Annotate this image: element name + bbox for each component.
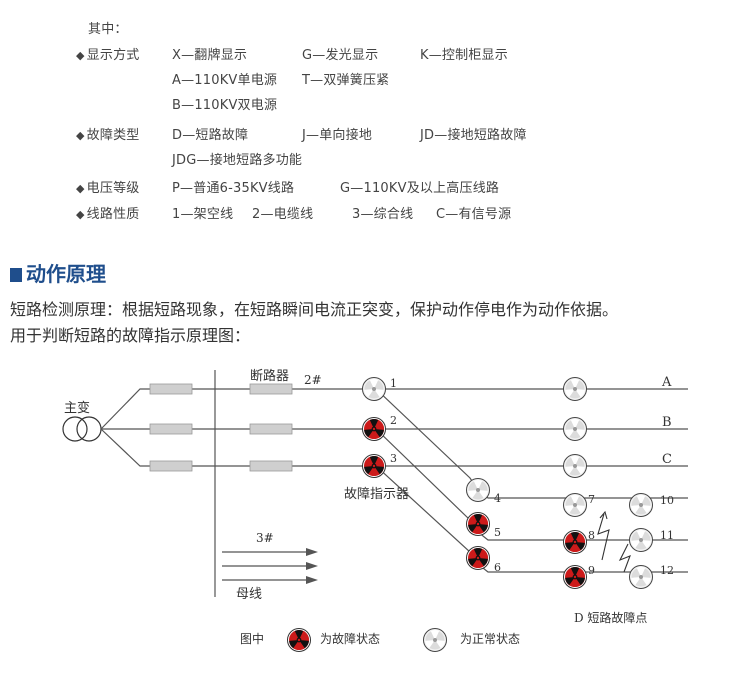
row-fault-label: ◆故障类型 bbox=[76, 128, 140, 143]
indicator-fault bbox=[362, 454, 388, 478]
legend-heading: 其中： bbox=[88, 22, 128, 37]
transformer-label: 主变 bbox=[64, 400, 90, 416]
code-item: JD—接地短路故障 bbox=[420, 128, 527, 143]
legend-normal-text: 为正常状态 bbox=[460, 632, 520, 646]
breaker-b-right bbox=[249, 423, 293, 435]
indicator-normal bbox=[563, 417, 587, 441]
row-display-label: ◆显示方式 bbox=[76, 48, 140, 63]
code-item: J—单向接地 bbox=[302, 128, 373, 143]
breaker-number: 2# bbox=[304, 373, 322, 387]
legend-fault-icon bbox=[287, 628, 313, 652]
feed-lines bbox=[100, 370, 688, 597]
node-number: 3 bbox=[390, 452, 397, 465]
phase-label-b: B bbox=[662, 415, 672, 430]
node-number: 6 bbox=[494, 561, 501, 574]
indicator-fault bbox=[563, 565, 589, 589]
indicator-normal bbox=[362, 377, 386, 401]
indicator-normal bbox=[629, 565, 653, 589]
transformer-icon bbox=[62, 416, 102, 442]
node-number: 9 bbox=[588, 564, 595, 577]
phase-label-a: A bbox=[661, 375, 672, 390]
code-item: G—110KV及以上高压线路 bbox=[340, 181, 500, 196]
legend-fault-text: 为故障状态 bbox=[320, 631, 380, 646]
code-item: 1—架空线 bbox=[172, 207, 234, 222]
diamond-bullet-icon: ◆ bbox=[76, 208, 85, 221]
breaker-b-left bbox=[149, 423, 193, 435]
indicator-normal bbox=[629, 493, 653, 517]
code-item: P—普通6-35KV线路 bbox=[172, 181, 295, 196]
code-item: 2—电缆线 bbox=[252, 207, 314, 222]
bus-label: 母线 bbox=[236, 587, 262, 602]
row-line-label: ◆线路性质 bbox=[76, 207, 140, 222]
breaker-a-left bbox=[149, 383, 193, 395]
node-number: 8 bbox=[588, 529, 595, 542]
indicator-normal bbox=[563, 377, 587, 401]
breaker-a-right bbox=[249, 383, 293, 395]
indicator-normal bbox=[629, 528, 653, 552]
indicator-label: 故障指示器 bbox=[344, 487, 409, 502]
indicator-normal bbox=[466, 478, 490, 502]
code-legend: 其中： ◆显示方式 X—翻牌显示 G—发光显示 K—控制柜显示 A—110KV单… bbox=[0, 0, 750, 250]
code-item: T—双弹簧压紧 bbox=[302, 73, 390, 88]
bus-arrows bbox=[306, 548, 318, 584]
fault-lightning-icon bbox=[597, 510, 631, 573]
section-title: 动作原理 bbox=[10, 258, 106, 287]
indicator-normal bbox=[563, 454, 587, 478]
row-voltage-label: ◆电压等级 bbox=[76, 181, 140, 196]
code-item: C—有信号源 bbox=[436, 207, 512, 222]
diamond-bullet-icon: ◆ bbox=[76, 49, 85, 62]
legend-normal-icon bbox=[423, 628, 447, 652]
code-item: G—发光显示 bbox=[302, 48, 379, 63]
node-numbers: 1 2 3 4 5 6 7 8 9 10 11 12 bbox=[390, 377, 674, 577]
breaker-c-left bbox=[149, 460, 193, 472]
code-item: D—短路故障 bbox=[172, 128, 249, 143]
node-number: 5 bbox=[494, 526, 501, 539]
diagram-caption: 用于判断短路的故障指示原理图： bbox=[10, 326, 251, 345]
code-item: K—控制柜显示 bbox=[420, 48, 508, 63]
fault-point-label: D 短路故障点 bbox=[574, 610, 647, 625]
bus-number: 3# bbox=[256, 531, 274, 545]
diamond-bullet-icon: ◆ bbox=[76, 182, 85, 195]
fault-indicator-diagram: 主变 断路器 2# 3# 母线 故障指示器 bbox=[62, 368, 688, 652]
node-number: 1 bbox=[390, 377, 397, 390]
indicator-normal bbox=[563, 493, 587, 517]
code-item: JDG—接地短路多功能 bbox=[172, 153, 303, 168]
indicator-fault bbox=[362, 417, 388, 441]
indicator-fault bbox=[466, 512, 492, 536]
node-number: 4 bbox=[494, 492, 501, 505]
breakers bbox=[149, 383, 293, 472]
principle-text: 短路检测原理：根据短路现象，在短路瞬间电流正突变，保护动作停电作为动作依据。 bbox=[10, 300, 619, 319]
phase-label-c: C bbox=[662, 452, 672, 467]
node-number: 2 bbox=[390, 414, 397, 427]
code-item: A—110KV单电源 bbox=[172, 73, 278, 88]
square-bullet-icon bbox=[10, 268, 22, 282]
node-number: 10 bbox=[660, 494, 674, 507]
node-number: 11 bbox=[660, 529, 674, 542]
indicator-fault bbox=[563, 530, 589, 554]
code-item: 3—综合线 bbox=[352, 207, 414, 222]
breaker-label: 断路器 bbox=[250, 368, 289, 384]
node-number: 12 bbox=[660, 564, 674, 577]
node-number: 7 bbox=[588, 493, 595, 506]
breaker-c-right bbox=[249, 460, 293, 472]
indicator-fault bbox=[466, 546, 492, 570]
code-item: X—翻牌显示 bbox=[172, 48, 248, 63]
legend-prefix: 图中 bbox=[240, 631, 264, 646]
diamond-bullet-icon: ◆ bbox=[76, 129, 85, 142]
code-item: B—110KV双电源 bbox=[172, 98, 278, 113]
